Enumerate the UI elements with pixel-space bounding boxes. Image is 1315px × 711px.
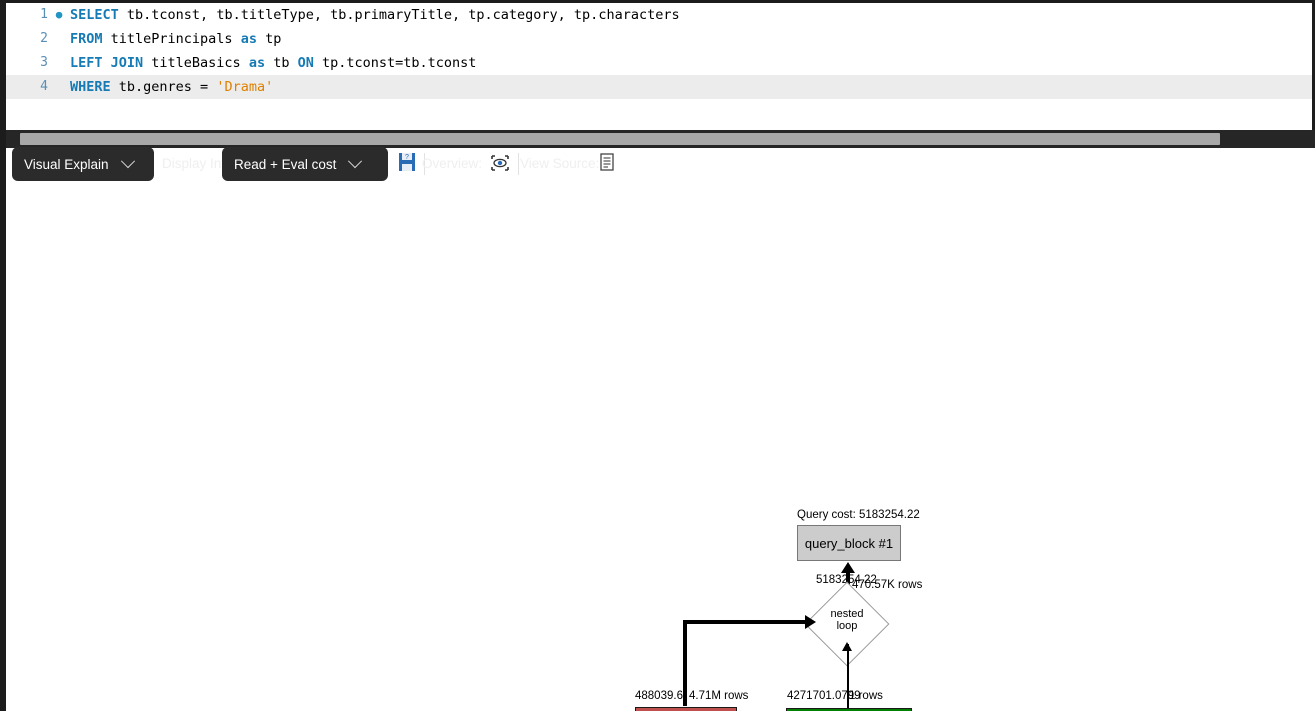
view-source-icon[interactable] — [600, 153, 614, 176]
edge-fts-vertical — [683, 620, 687, 706]
root-edge-rows-label: 470.57K rows — [852, 579, 923, 591]
code-text: WHERE tb.genres = 'Drama' — [70, 75, 1312, 99]
display-info-label: Display Info: — [162, 156, 237, 171]
code-token: tp.tconst=tb.tconst — [313, 55, 477, 71]
code-text: LEFT JOIN titleBasics as tb ON tp.tconst… — [70, 51, 1312, 75]
toolbar-separator — [518, 153, 519, 175]
code-line[interactable]: 4 WHERE tb.genres = 'Drama' — [6, 75, 1312, 99]
editor-scrollbar-thumb[interactable] — [20, 133, 1220, 145]
fts-rows-label: 4.71M rows — [689, 690, 749, 702]
code-token: as — [240, 31, 257, 47]
visual-explain-canvas[interactable]: Query cost: 5183254.22 query_block #1 51… — [0, 180, 1315, 711]
line-number: 4 — [40, 79, 48, 94]
code-token: titlePrincipals — [102, 31, 241, 47]
code-token: titleBasics — [143, 55, 249, 71]
overview-eye-icon[interactable] — [490, 154, 510, 177]
chevron-down-icon — [120, 154, 135, 169]
ukl-rows-label: 1 rows — [849, 690, 883, 702]
code-line[interactable]: 1 ● SELECT tb.tconst, tb.titleType, tb.pri… — [6, 3, 1312, 27]
cost-mode-value: Read + Eval cost — [234, 156, 337, 172]
query-block-label: query_block #1 — [804, 535, 894, 551]
svg-text:?: ? — [405, 154, 409, 161]
edge-arrowhead-right — [805, 615, 816, 629]
code-token: tb.tconst, tb.titleType, tb.primaryTitle… — [118, 7, 680, 23]
overview-label: Overview: — [422, 156, 483, 171]
cost-mode-dropdown[interactable]: Read + Eval cost — [222, 147, 388, 181]
editor-horizontal-scrollbar[interactable] — [0, 130, 1315, 148]
edge-arrowhead-up — [841, 562, 855, 573]
toolbar-separator — [424, 153, 425, 175]
code-token: WHERE — [70, 79, 111, 95]
code-token: ON — [297, 55, 314, 71]
line-marker-icon[interactable]: ● — [55, 8, 63, 21]
fts-cost-label: 488039.6 — [635, 690, 683, 702]
explain-toolbar: Visual Explain Display Info: Read + Eval… — [0, 147, 1315, 181]
sql-editor[interactable]: 1 ● SELECT tb.tconst, tb.titleType, tb.pri… — [0, 0, 1315, 130]
ukl-cost-label: 4271701.0799 — [787, 690, 861, 702]
code-line[interactable]: 2 FROM titlePrincipals as tp — [6, 27, 1312, 51]
view-source-label: View Source: — [520, 156, 600, 171]
code-line[interactable]: 3 LEFT JOIN titleBasics as tb ON tp.tcons… — [6, 51, 1312, 75]
code-token: as — [248, 55, 266, 71]
code-token: tb — [265, 55, 298, 71]
code-text: FROM titlePrincipals as tp — [70, 27, 1312, 51]
line-number: 2 — [40, 31, 48, 46]
sql-code-area[interactable]: 1 ● SELECT tb.tconst, tb.titleType, tb.pri… — [6, 3, 1312, 130]
edge-arrowhead-up-2 — [842, 642, 852, 651]
unique-key-lookup-node[interactable]: Unique Key Lookup — [786, 708, 912, 711]
code-token: tp — [256, 31, 282, 47]
code-token: LEFT JOIN — [70, 55, 144, 71]
code-text: SELECT tb.tconst, tb.titleType, tb.prima… — [70, 3, 1312, 27]
root-edge-cost-label: 5183254.22 — [816, 574, 877, 586]
line-number: 1 — [40, 7, 48, 22]
code-token: 'Drama' — [216, 79, 274, 95]
line-number: 3 — [40, 55, 48, 70]
view-mode-value: Visual Explain — [24, 156, 109, 172]
query-block-node[interactable]: query_block #1 — [797, 525, 901, 561]
view-mode-dropdown[interactable]: Visual Explain — [12, 147, 154, 181]
save-icon[interactable]: ? — [398, 152, 416, 177]
full-table-scan-node[interactable]: Full Table Scan — [635, 707, 737, 711]
query-cost-label: Query cost: 5183254.22 — [797, 509, 920, 521]
code-token: FROM — [70, 31, 103, 47]
code-token: tb.genres = — [110, 79, 217, 95]
chevron-down-icon — [348, 154, 363, 169]
code-token: SELECT — [70, 7, 119, 23]
edge-ukl-vertical — [847, 644, 849, 708]
edge-fts-horizontal — [683, 620, 807, 624]
